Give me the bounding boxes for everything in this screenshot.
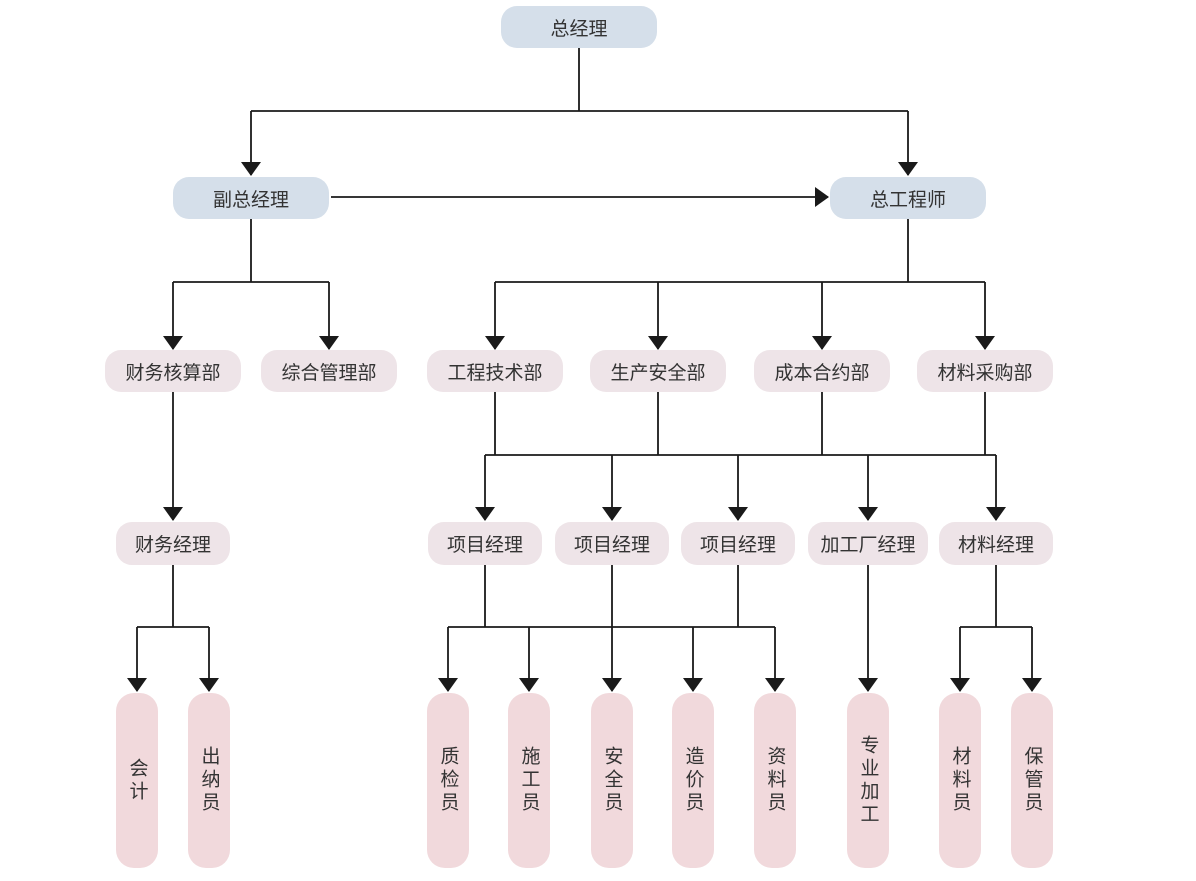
node-finance-manager: 财务经理 <box>116 522 230 565</box>
node-cost-estimator: 造价员 <box>672 693 714 868</box>
node-materials-clerk: 材料员 <box>939 693 981 868</box>
connector-pm-staff-bus <box>448 565 775 628</box>
node-label: 项目经理 <box>699 534 776 556</box>
node-production-safety-dept: 生产安全部 <box>590 350 726 392</box>
node-label: 材料经理 <box>957 534 1034 556</box>
connector-gm-bus <box>251 48 908 112</box>
node-safety-officer: 安全员 <box>591 693 633 868</box>
node-label: 生产安全部 <box>610 361 706 384</box>
node-finance-accounting-dept: 财务核算部 <box>105 350 241 392</box>
node-label: 财务经理 <box>134 534 211 556</box>
node-cost-contract-dept: 成本合约部 <box>754 350 890 392</box>
node-quality-inspector: 质检员 <box>427 693 469 868</box>
connector-dept-bus <box>485 392 996 456</box>
node-label: 材料员 <box>949 746 972 815</box>
node-material-procurement-dept: 材料采购部 <box>917 350 1053 392</box>
node-factory-manager: 加工厂经理 <box>808 522 928 565</box>
connector-chief-bus <box>495 219 985 283</box>
node-engineering-tech-dept: 工程技术部 <box>427 350 563 392</box>
node-label: 施工员 <box>518 746 541 815</box>
node-general-management-dept: 综合管理部 <box>261 350 397 392</box>
connector-finance-staff-bus <box>137 565 209 628</box>
node-label: 总经理 <box>550 17 608 40</box>
node-deputy-general-manager: 副总经理 <box>173 177 329 219</box>
node-label: 造价员 <box>682 746 705 815</box>
node-label: 安全员 <box>601 746 624 815</box>
node-label: 出纳员 <box>198 746 221 815</box>
node-label: 加工厂经理 <box>820 534 916 556</box>
node-project-manager-1: 项目经理 <box>428 522 542 565</box>
node-general-manager: 总经理 <box>501 6 657 48</box>
node-project-manager-3: 项目经理 <box>681 522 795 565</box>
node-accountant: 会计 <box>116 693 158 868</box>
node-label: 成本合约部 <box>774 361 870 384</box>
node-documentation-clerk: 资料员 <box>754 693 796 868</box>
node-label: 总工程师 <box>869 188 946 211</box>
node-label: 综合管理部 <box>281 361 377 384</box>
node-chief-engineer: 总工程师 <box>830 177 986 219</box>
node-label: 工程技术部 <box>447 361 543 384</box>
node-label: 会计 <box>126 757 149 804</box>
node-label: 质检员 <box>437 746 460 815</box>
connector-material-staff-bus <box>960 565 1032 628</box>
node-constructor: 施工员 <box>508 693 550 868</box>
node-label: 项目经理 <box>573 534 650 556</box>
connector-deputy-bus <box>173 219 329 283</box>
node-project-manager-2: 项目经理 <box>555 522 669 565</box>
node-storekeeper: 保管员 <box>1011 693 1053 868</box>
node-specialized-processing: 专业加工 <box>847 693 889 868</box>
node-label: 项目经理 <box>446 534 523 556</box>
node-material-manager: 材料经理 <box>939 522 1053 565</box>
node-label: 财务核算部 <box>125 361 221 384</box>
node-label: 材料采购部 <box>937 361 1033 384</box>
node-cashier: 出纳员 <box>188 693 230 868</box>
node-label: 保管员 <box>1021 746 1044 815</box>
node-label: 副总经理 <box>212 188 289 211</box>
node-label: 专业加工 <box>857 734 880 827</box>
node-label: 资料员 <box>764 746 787 815</box>
